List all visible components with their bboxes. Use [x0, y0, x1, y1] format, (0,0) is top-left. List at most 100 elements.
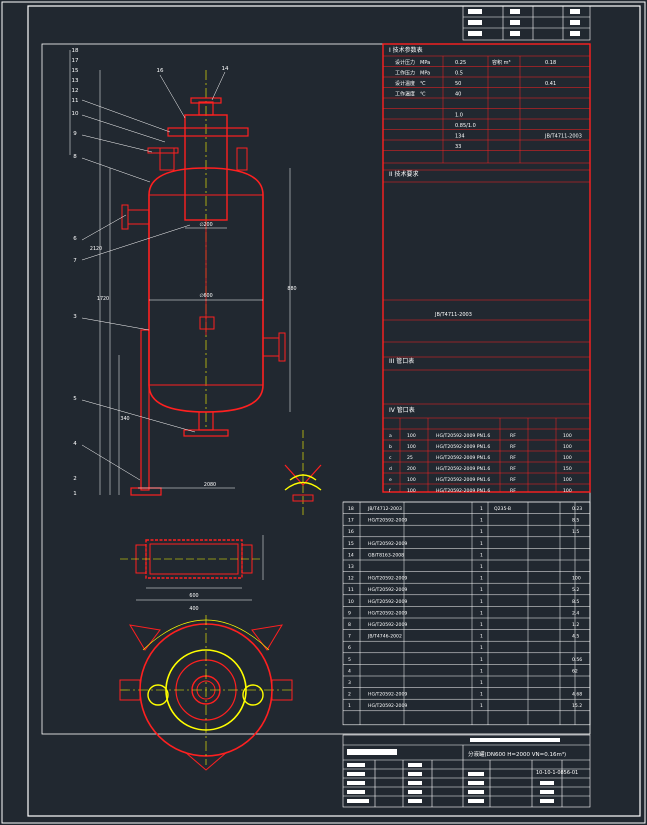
bom-cell: 4.5: [572, 634, 579, 640]
bom-cell: 1: [348, 703, 351, 709]
bom-cell: 1: [480, 506, 483, 512]
spec-cell: JB/T4711-2003: [544, 134, 582, 140]
bom-cell: 1: [480, 692, 483, 698]
stamp-labels: [468, 9, 580, 36]
bom-cell: 7: [348, 634, 351, 640]
nozzle-cell: 100: [563, 455, 572, 461]
vessel-elevation: [69, 50, 291, 496]
bom-cell: 9: [348, 610, 351, 616]
spec-cell: 40: [455, 92, 461, 98]
nozzle-cell: RF: [510, 477, 516, 483]
dimension-label: 880: [287, 286, 296, 292]
bom-cell: 1: [480, 645, 483, 651]
bom-cell: 1: [480, 576, 483, 582]
spec-cell: ℃: [420, 92, 426, 98]
bom-cell: 3: [348, 680, 351, 686]
bom-cell: 1: [480, 703, 483, 709]
bom-cell: 4: [348, 668, 351, 674]
spec-section1-title: I 技术参数表: [389, 46, 423, 54]
title-block-labels: [347, 738, 560, 803]
spec-section2-title: II 技术要求: [389, 170, 418, 178]
spec-cell: MPa: [420, 71, 430, 77]
bom-cell: 8: [348, 622, 351, 628]
title-block: [342, 734, 591, 808]
spec-std-line: JB/T4711-2003: [434, 312, 472, 318]
bom-cell: 4.68: [572, 692, 582, 698]
part-balloon: 4: [73, 441, 77, 447]
nozzle-cell: 100: [563, 433, 572, 439]
spec-cell: 设计压力: [395, 59, 415, 66]
bom-cell: 62: [572, 668, 578, 674]
part-balloon: 7: [73, 258, 77, 264]
part-balloon: 10: [72, 111, 79, 117]
bom-cell: GB/T8163-2008: [368, 552, 404, 558]
part-balloon: 17: [72, 58, 79, 64]
bom-cell: HG/T20592-2009: [368, 518, 407, 524]
nozzle-cell: a: [389, 434, 392, 439]
bom-cell: 1: [480, 564, 483, 570]
bom-cell: 1: [480, 668, 483, 674]
nozzle-cell: c: [389, 456, 392, 461]
spec-cell: 容积 m³: [492, 59, 510, 66]
spec-cell: 0.85/1.0: [455, 123, 476, 129]
part-balloon: 5: [73, 396, 77, 402]
bom-cell: 12: [348, 576, 354, 582]
bom-cell: 8.5: [572, 599, 579, 605]
bom-cell: 1: [480, 634, 483, 640]
spec-cell: MPa: [420, 60, 430, 66]
bom-cell: 1.2: [572, 622, 579, 628]
spec-cell: 工作温度: [395, 91, 415, 98]
bom-cell: 5.2: [572, 587, 579, 593]
part-balloon: 1: [73, 491, 77, 497]
nozzle-cell: 200: [407, 466, 416, 472]
spec-cell: 工作压力: [395, 70, 415, 77]
bom-cell: 14: [348, 552, 354, 558]
bom-cell: 1: [480, 610, 483, 616]
part-balloon: 16: [157, 68, 164, 74]
bom-cell: 15: [348, 541, 354, 547]
spec-cell: 0.41: [545, 81, 556, 87]
nozzle-cell: HG/T20592-2009 PN1.6: [436, 444, 490, 450]
bom-cell: JB/T4712-2003: [367, 506, 402, 512]
dimension-label: 340: [120, 416, 129, 422]
nozzle-cell: 100: [407, 444, 416, 450]
spec-cell: 设计温度: [395, 80, 415, 87]
part-balloon: 12: [72, 88, 79, 94]
bom-cell: 1: [480, 657, 483, 663]
bom-cell: HG/T20592-2009: [368, 576, 407, 582]
bom-cell: 1: [480, 680, 483, 686]
bom-cell: 0.56: [572, 657, 582, 663]
bom-cell: HG/T20592-2009: [368, 703, 407, 709]
bom-cell: 1: [480, 622, 483, 628]
nozzle-cell: RF: [510, 466, 516, 472]
spec-table: [382, 43, 591, 493]
bom-cell: 10: [348, 599, 354, 605]
plan-view: [119, 615, 293, 771]
bom-cell: Q235-B: [494, 506, 511, 512]
nozzle-cell: HG/T20592-2009 PN1.6: [436, 477, 490, 483]
bom-cell: 1: [480, 587, 483, 593]
internal-section-view: [120, 535, 264, 601]
nozzle-cell: RF: [510, 488, 516, 494]
spec-cell: 0.18: [545, 60, 556, 66]
nozzle-cell: 100: [563, 477, 572, 483]
nozzle-cell: RF: [510, 433, 516, 439]
part-balloon: 2: [73, 476, 77, 482]
bom-cell: HG/T20592-2009: [368, 541, 407, 547]
nozzle-cell: d: [389, 466, 392, 472]
stamp-block: [462, 5, 591, 41]
nozzle-cell: RF: [510, 444, 516, 450]
dimension-label: 1720: [97, 296, 109, 302]
spec-cell: 134: [455, 134, 465, 140]
dimension-label: 2120: [90, 246, 102, 252]
dimension-label: 600: [189, 593, 198, 599]
dimension-label: ∅600: [199, 293, 212, 299]
part-balloon: 15: [72, 68, 79, 74]
drawing-title: 分液罐(DN600 H=2000 VN=0.16m³): [468, 750, 566, 758]
spec-cell: 1.0: [455, 113, 463, 119]
part-balloon: 13: [72, 78, 79, 84]
